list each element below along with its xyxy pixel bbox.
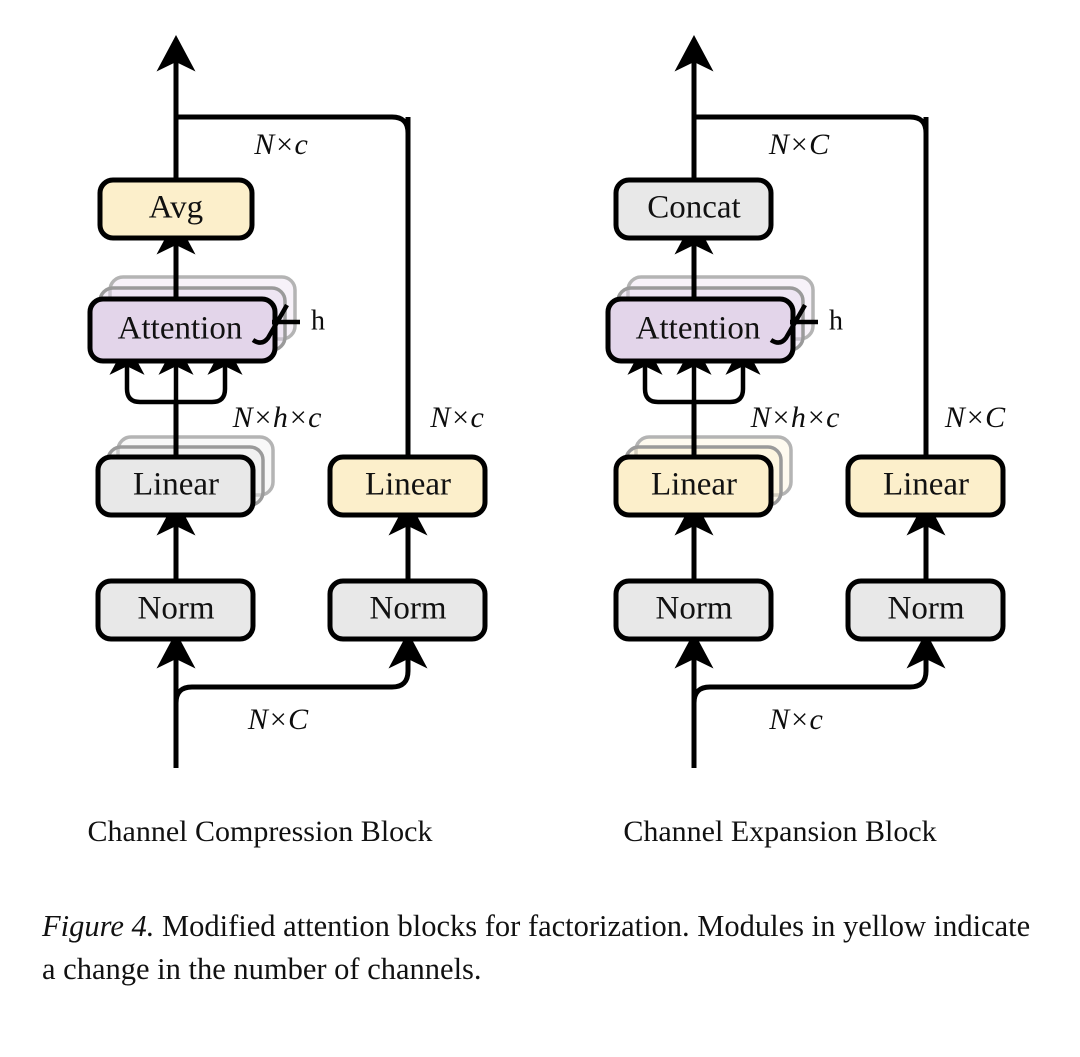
skip-linear-node: Linear — [327, 454, 488, 518]
qkv-left-arrow — [109, 341, 145, 405]
main-norm-label-2: Norm — [656, 591, 733, 627]
top-skip-join — [176, 114, 411, 150]
channel-expansion-block: N×c Norm Norm Linear Linear — [605, 34, 1006, 768]
figure-number: Figure 4. — [42, 909, 155, 943]
main-linear-label-2: Linear — [651, 467, 737, 503]
main-norm-node: Norm — [95, 578, 256, 642]
architecture-diagram: N×C Norm Norm Linear — [87, 34, 1006, 768]
main-attention-label: Attention — [118, 311, 243, 347]
input-skip-path — [173, 631, 428, 704]
heads-count-label: h — [311, 305, 325, 336]
block-caption-expansion: Channel Expansion Block — [623, 815, 937, 848]
main-merge-label-2: Concat — [647, 190, 740, 226]
heads-tick-curve-2 — [769, 303, 807, 345]
figure-caption: Figure 4. Modified attention blocks for … — [42, 905, 1042, 992]
main-attention-node: Attention h — [87, 275, 325, 364]
main-merge-node: Avg — [97, 177, 255, 241]
skip-linear-label: Linear — [365, 467, 451, 503]
figure-caption-text: Modified attention blocks for factorizat… — [42, 909, 1031, 987]
label-merge-to-output-2: N×C — [768, 128, 830, 161]
skip-norm-node-2: Norm — [845, 578, 1006, 642]
skip-norm-label: Norm — [370, 591, 447, 627]
top-skip-join-2 — [694, 114, 929, 150]
label-linear-to-attention: N×h×c — [232, 401, 322, 434]
block-caption-compression: Channel Compression Block — [87, 815, 433, 848]
qkv-right-arrow-2 — [725, 341, 761, 405]
label-input-tensor-2: N×c — [768, 703, 823, 736]
skip-norm-label-2: Norm — [888, 591, 965, 627]
label-skip-tensor-2: N×C — [944, 401, 1006, 434]
label-merge-to-output: N×c — [253, 128, 308, 161]
skip-norm-node: Norm — [327, 578, 488, 642]
channel-compression-block: N×C Norm Norm Linear — [87, 34, 488, 768]
main-merge-node-2: Concat — [613, 177, 774, 241]
main-norm-label: Norm — [138, 591, 215, 627]
qkv-right-arrow — [207, 341, 243, 405]
skip-linear-label-2: Linear — [883, 467, 969, 503]
main-merge-label: Avg — [149, 190, 203, 226]
label-input-tensor: N×C — [247, 703, 309, 736]
main-linear-label: Linear — [133, 467, 219, 503]
label-skip-tensor: N×c — [429, 401, 484, 434]
heads-count-label-2: h — [829, 305, 843, 336]
main-attention-node-2: Attention h — [605, 275, 843, 364]
skip-linear-node-2: Linear — [845, 454, 1006, 518]
main-linear-node-2: Linear — [613, 435, 793, 518]
heads-tick-curve — [251, 303, 289, 345]
main-attention-label-2: Attention — [636, 311, 761, 347]
input-skip-path-2 — [691, 631, 946, 704]
label-linear-to-attention-2: N×h×c — [750, 401, 840, 434]
qkv-left-arrow-2 — [627, 341, 663, 405]
main-norm-node-2: Norm — [613, 578, 774, 642]
main-linear-node: Linear — [95, 435, 275, 518]
